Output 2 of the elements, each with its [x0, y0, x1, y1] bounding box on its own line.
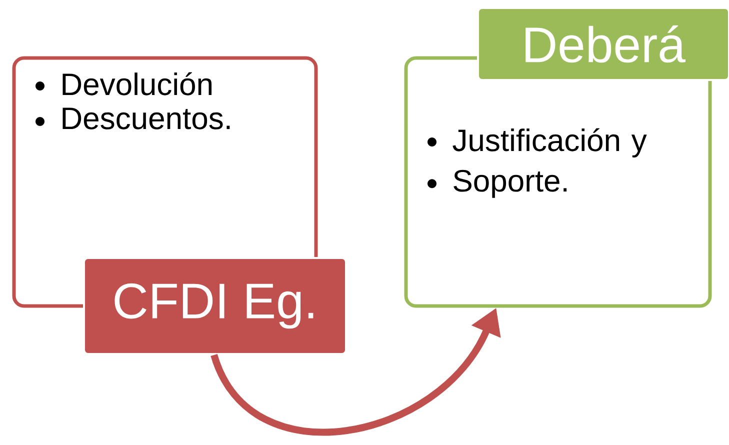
- label-box: Deberá: [477, 7, 729, 81]
- label-box: CFDI Eg.: [83, 257, 347, 355]
